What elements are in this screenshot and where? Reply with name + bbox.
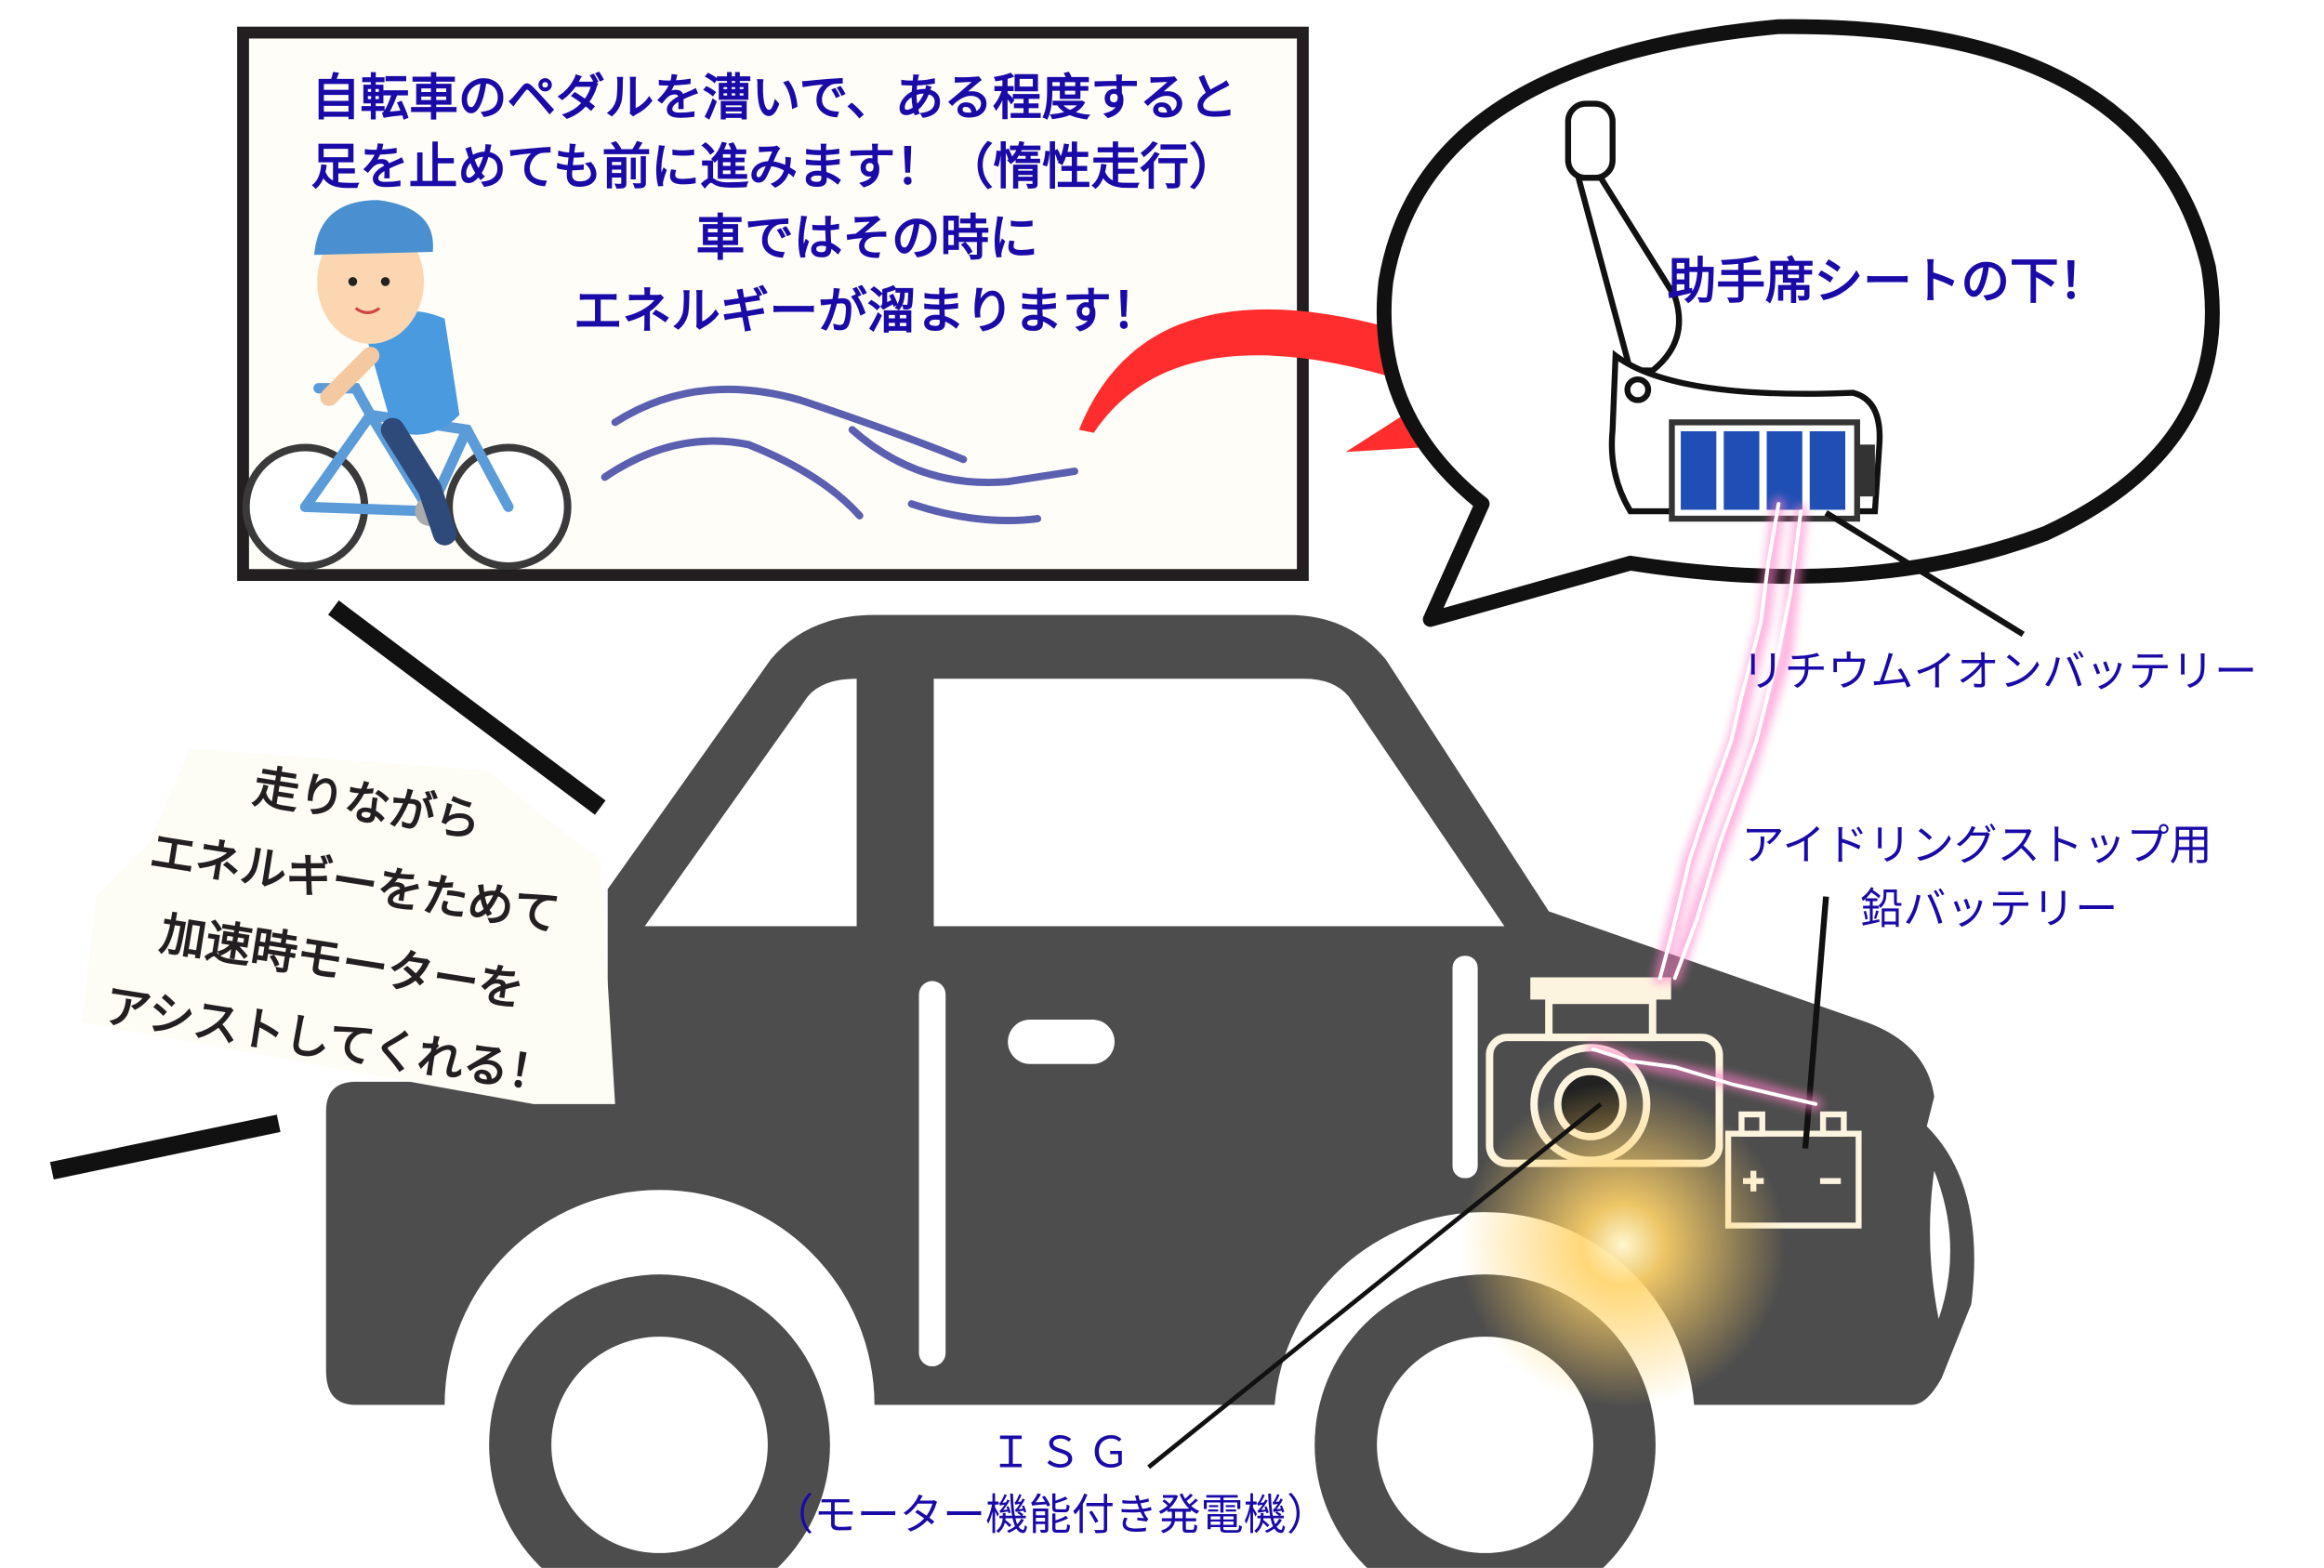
lithium-leader-line — [1824, 509, 2026, 638]
info-text-line-2: 足を止めても前に進みます！（惰性走行） — [310, 138, 1238, 196]
isg-label: ＩＳＧ — [989, 1427, 1137, 1478]
lightning-effect — [1586, 496, 1823, 1112]
callout-background — [81, 748, 615, 1104]
accent-line-2 — [49, 1114, 281, 1179]
accent-line-1 — [328, 600, 606, 815]
isg-leader-line — [1147, 1101, 1603, 1469]
wind-lines — [601, 385, 1078, 525]
lead-battery-label-line-2: 鉛バッテリー — [1859, 883, 2119, 934]
info-text-line-3: 車ではその時に — [695, 208, 1038, 267]
info-text-line-1: 自転車のペダルを漕いで、ある程度すると — [311, 68, 1238, 126]
lithium-battery-label: リチウムイオンバッテリー — [1741, 646, 2258, 697]
isg-description: （モーター機能付き発電機） — [771, 1489, 1330, 1540]
lithium-battery-icon — [1669, 419, 1875, 522]
lead-battery-label-line-1: アイドリングストップ用 — [1741, 819, 2212, 870]
info-text-line-4: エネルギーが溜まります！ — [574, 281, 1161, 340]
bubble-text: 助手席シートの下！ — [1667, 252, 2108, 310]
glow-effect — [1459, 1081, 1787, 1408]
cyclist-illustration — [242, 200, 572, 571]
